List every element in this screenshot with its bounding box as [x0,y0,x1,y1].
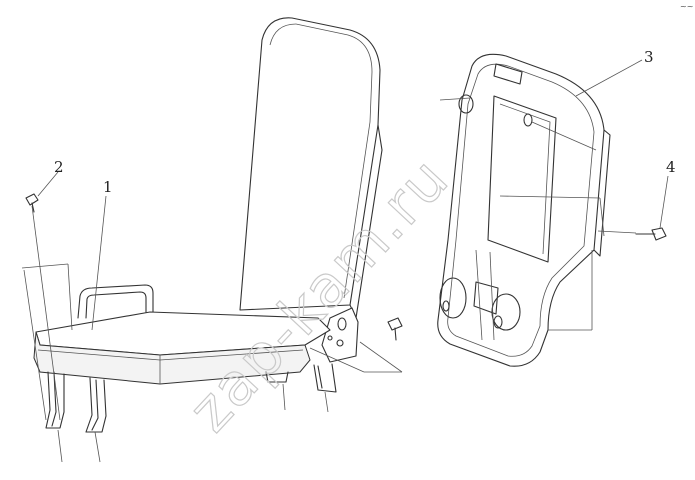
corner-mark: ~~ [680,2,693,11]
seat-assembly [33,17,383,463]
seat-legs [45,363,337,433]
callout-2: 2 [54,158,64,176]
back-cover-part-3 [437,53,611,367]
screw-part-2 [25,193,61,421]
assembly-lines [21,59,669,421]
bolt-part-4 [597,227,667,241]
callout-1: 1 [103,178,113,196]
hinge-screw [387,317,403,341]
callout-4: 4 [666,158,676,176]
callout-3: 3 [644,48,654,66]
